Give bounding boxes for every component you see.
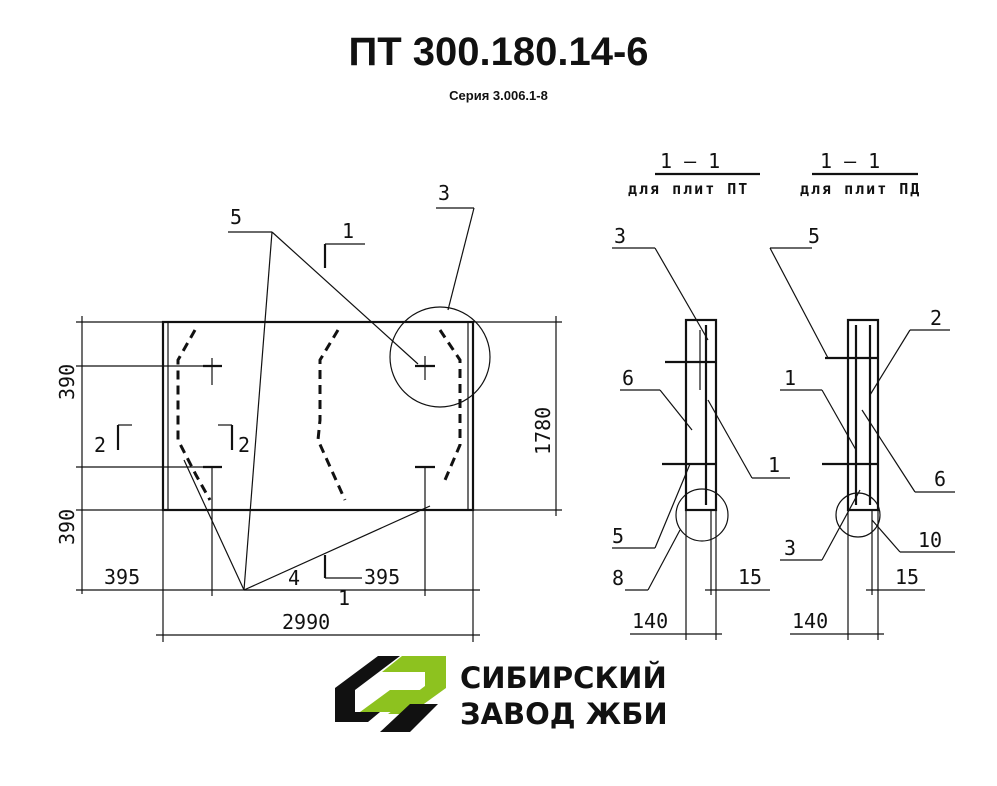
dim-left-top: 390 — [55, 364, 79, 400]
section-pd-dim-15: 15 — [895, 565, 919, 589]
dim-total: 2990 — [282, 610, 330, 634]
section-pd-caption: для плит ПД — [800, 180, 921, 198]
section-pd-dim-140: 140 — [792, 609, 828, 633]
detail-circle — [389, 306, 491, 408]
section-pt-mark-8: 8 — [612, 566, 624, 590]
section-pd-mark-3: 3 — [784, 536, 796, 560]
slab-outline — [161, 320, 475, 512]
company-name-line2: ЗАВОД ЖБИ — [460, 697, 668, 731]
section-pd: 1 — 1 для плит ПД 5 2 1 6 3 10 140 15 — [769, 149, 955, 640]
section-pt-mark-1: 1 — [768, 453, 780, 477]
lifting-loops — [203, 356, 435, 469]
section-pt-mark-6: 6 — [622, 366, 634, 390]
dim-left-bottom: 390 — [55, 509, 79, 545]
dim-bottom-right: 395 — [364, 565, 400, 589]
dimension-lines — [76, 316, 562, 642]
section-pd-mark-2: 2 — [930, 306, 942, 330]
company-name-line1: СИБИРСКИЙ — [460, 661, 667, 695]
cut-1-top: 1 — [342, 219, 354, 243]
mark-4: 4 — [288, 566, 300, 590]
section-pt-dim-15: 15 — [738, 565, 762, 589]
section-pt-title: 1 — 1 — [660, 149, 720, 173]
reinforcement-dashed — [176, 329, 212, 501]
reinforcement-dashed — [438, 329, 462, 481]
dim-bottom-left: 395 — [104, 565, 140, 589]
plan-view: 5 3 4 1 1 2 2 390 390 1780 395 395 2990 — [55, 181, 562, 642]
page-title: ПТ 300.180.14-6 — [348, 30, 649, 74]
section-pd-mark-5: 5 — [808, 224, 820, 248]
section-pt-mark-3: 3 — [614, 224, 626, 248]
section-pt: 1 — 1 для плит ПТ 3 6 1 5 8 140 15 — [612, 149, 790, 640]
section-pd-mark-1: 1 — [784, 366, 796, 390]
section-pd-mark-10: 10 — [918, 528, 942, 552]
section-pt-mark-5: 5 — [612, 524, 624, 548]
company-logo-icon — [335, 656, 446, 732]
mark-5: 5 — [230, 205, 242, 229]
section-pt-dim-140: 140 — [632, 609, 668, 633]
cut-1-bottom: 1 — [338, 586, 350, 610]
company-name: СИБИРСКИЙ ЗАВОД ЖБИ — [460, 660, 668, 732]
section-pt-caption: для плит ПТ — [628, 180, 749, 198]
mark-3: 3 — [438, 181, 450, 205]
dim-right-1780: 1780 — [531, 407, 555, 455]
section-pd-mark-6: 6 — [934, 467, 946, 491]
cut-2-left: 2 — [94, 433, 106, 457]
reinforcement-dashed — [316, 329, 347, 501]
series-subtitle: Серия 3.006.1-8 — [449, 88, 548, 103]
cut-2-right: 2 — [238, 433, 250, 457]
section-pd-title: 1 — 1 — [820, 149, 880, 173]
